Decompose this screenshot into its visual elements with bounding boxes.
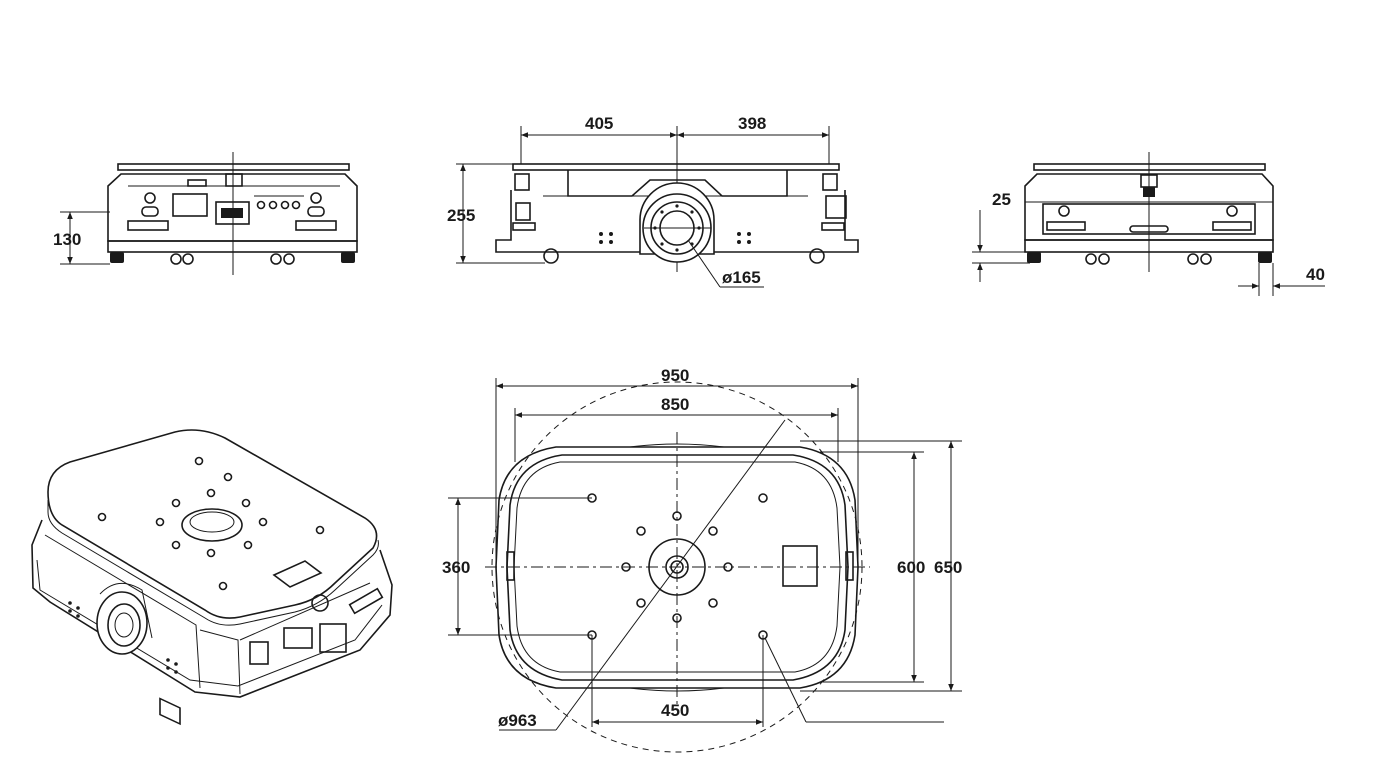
rear-top-offset-label: 25 <box>992 190 1011 209</box>
outer-length-label: 650 <box>934 558 962 577</box>
front-height-label: 130 <box>53 230 81 249</box>
side-right-width-label: 398 <box>738 114 766 133</box>
outer-width-label: 950 <box>661 366 689 385</box>
hole-height-label: 360 <box>442 558 470 577</box>
hole-span-label: 450 <box>661 701 689 720</box>
side-left-width-label: 405 <box>585 114 613 133</box>
turning-diameter-label: ø963 <box>498 711 537 730</box>
side-wheel-diameter-label: ø165 <box>722 268 761 287</box>
front-view: 130 <box>53 152 358 275</box>
inner-length-label: 600 <box>897 558 925 577</box>
side-view: 405 398 255 <box>447 114 859 288</box>
isometric-view <box>31 429 393 726</box>
rear-bottom-offset-label: 40 <box>1306 265 1325 284</box>
rear-view: 25 40 <box>972 152 1325 296</box>
inner-width-label: 850 <box>661 395 689 414</box>
side-height-label: 255 <box>447 206 475 225</box>
top-view: ø963 950 850 450 360 600 650 <box>442 366 962 753</box>
